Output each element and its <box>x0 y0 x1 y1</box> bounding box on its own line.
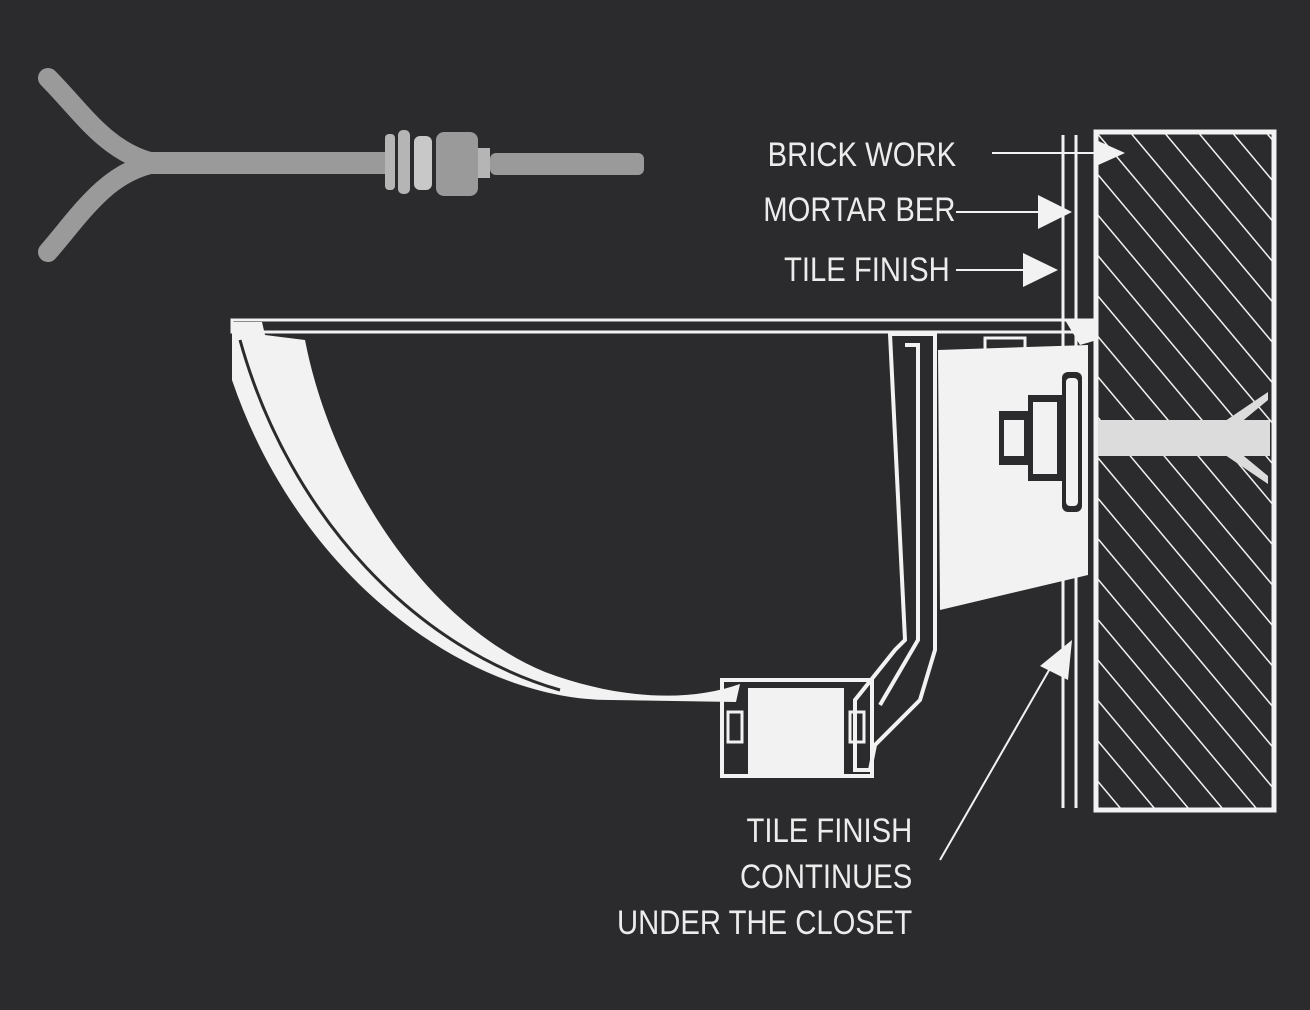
tile-finish-label: TILE FINISH <box>784 251 950 289</box>
brick-work-block <box>1093 129 1277 813</box>
tile-finish-note: TILE FINISH CONTINUES UNDER THE CLOSET <box>617 808 912 946</box>
note-line-1: TILE FINISH <box>746 812 912 850</box>
brick-work-label: BRICK WORK <box>767 136 956 174</box>
wall-bolt <box>1098 392 1270 484</box>
closet-bowl <box>230 318 1099 778</box>
note-line-3: UNDER THE CLOSET <box>616 904 912 942</box>
anchor-bolt-icon <box>38 68 644 262</box>
leader-arrows <box>939 140 1125 861</box>
note-line-2: CONTINUES <box>739 858 912 896</box>
mortar-bed-label: MORTAR BER <box>763 191 956 229</box>
